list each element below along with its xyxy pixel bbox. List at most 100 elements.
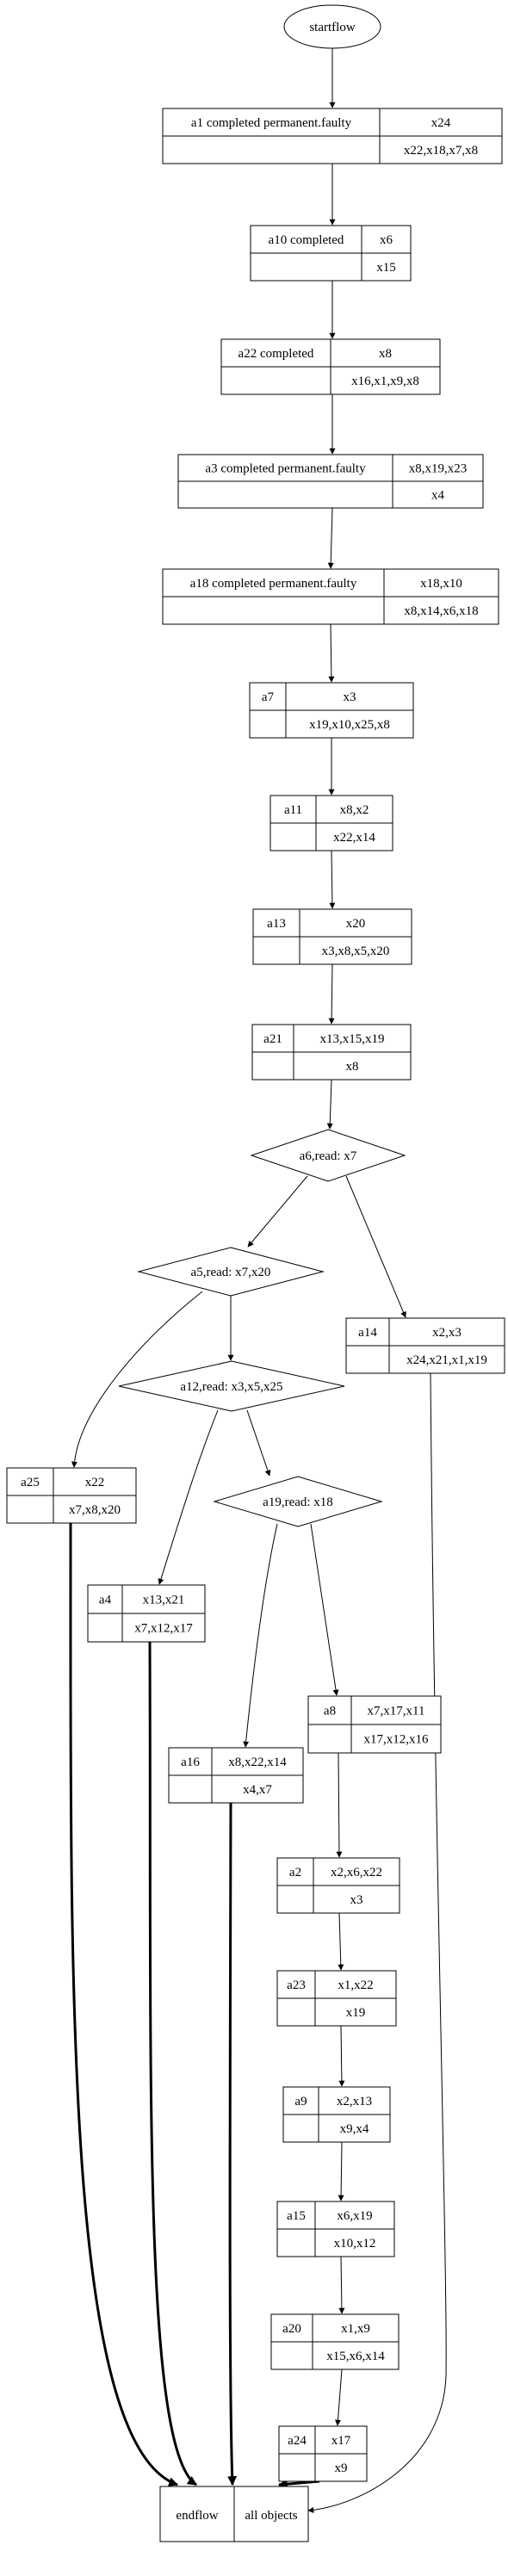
- flow-edge: [336, 1752, 343, 1858]
- activity-top-objects: x8,x19,x23: [409, 462, 468, 476]
- flow-edge: [329, 850, 336, 909]
- activity-top-objects: x6: [380, 233, 393, 247]
- activity-label: a9: [294, 2095, 307, 2108]
- activity-a13: a13 x20 x3,x8,x5,x20: [252, 908, 412, 965]
- activity-label: a20: [282, 2322, 301, 2336]
- activity-label: a18 completed permanent.faulty: [190, 577, 357, 591]
- activity-top-objects: x2,x6,x22: [331, 1866, 382, 1879]
- activity-a1: a1 completed permanent.faulty x24 x22,x18,…: [162, 108, 503, 164]
- activity-label: a2: [289, 1866, 301, 1879]
- activity-bottom-objects: x19,x10,x25,x8: [309, 718, 390, 732]
- decision-a12: a12,read: x3,x5,x25: [118, 1360, 345, 1412]
- activity-label: a1 completed permanent.faulty: [191, 116, 352, 130]
- activity-label: a8: [324, 1705, 336, 1718]
- activity-label: a15: [287, 2209, 306, 2223]
- activity-label: a7: [262, 690, 275, 704]
- decision-label: a19,read: x18: [263, 1495, 333, 1509]
- activity-label: a21: [263, 1032, 282, 1046]
- activity-a14: a14 x2,x3 x24,x21,x1,x19: [345, 1317, 505, 1374]
- flow-edge: [277, 2479, 320, 2489]
- edges: [69, 48, 447, 2513]
- activity-bottom-objects: x3: [350, 1893, 363, 1907]
- decision-a5: a5,read: x7,x20: [137, 1247, 325, 1297]
- activity-a7: a7 x3 x19,x10,x25,x8: [249, 682, 414, 739]
- flow-edge: [69, 1522, 179, 2486]
- decision-label: a12,read: x3,x5,x25: [180, 1380, 282, 1394]
- activity-bottom-objects: x4,x7: [243, 1783, 272, 1797]
- start-node: startflow: [283, 4, 381, 49]
- flow-edge: [328, 963, 335, 1025]
- decision-label: a5,read: x7,x20: [191, 1266, 271, 1279]
- activity-label: a25: [21, 1476, 40, 1489]
- flow-edge: [338, 2141, 344, 2201]
- activity-label: a16: [181, 1756, 200, 1769]
- activity-top-objects: x20: [346, 917, 366, 931]
- activity-bottom-objects: x7,x8,x20: [69, 1503, 121, 1517]
- flow-edge: [71, 1291, 203, 1468]
- activity-bottom-objects: x8,x14,x6,x18: [404, 604, 478, 618]
- flow-edge: [243, 1523, 278, 1748]
- activity-top-objects: x13,x21: [143, 1594, 185, 1607]
- decision-diamond: [118, 1360, 345, 1412]
- activity-top-objects: x1,x22: [338, 1978, 373, 1992]
- activity-top-objects: x17: [331, 2434, 351, 2448]
- activity-a8: a8 x7,x17,x11 x17,x12,x16: [307, 1695, 442, 1754]
- activity-label: a11: [284, 803, 302, 817]
- activity-top-objects: x1,x9: [341, 2322, 370, 2336]
- activity-bottom-objects: x17,x12,x16: [364, 1733, 430, 1747]
- decision-label: a6,read: x7: [300, 1149, 357, 1163]
- activity-bottom-objects: x8: [346, 1060, 359, 1074]
- activity-a18: a18 completed permanent.faulty x18,x10 x8,…: [162, 568, 499, 625]
- decision-nodes: a6,read: x7 a5,read: x7,x20 a12,read: x3,x…: [118, 1129, 406, 1527]
- activity-bottom-objects: x19: [346, 2006, 366, 2020]
- activity-top-objects: x3: [344, 690, 356, 704]
- flow-edge: [247, 1175, 308, 1248]
- activity-a16: a16 x8,x22,x14 x4,x7: [168, 1747, 304, 1804]
- activity-bottom-objects: x15: [376, 261, 396, 275]
- decision-diamond: [137, 1247, 325, 1297]
- activity-top-objects: x2,x3: [432, 1326, 462, 1340]
- activity-top-objects: x8: [379, 347, 392, 361]
- activity-nodes: a1 completed permanent.faulty x24 x22,x18,…: [6, 108, 505, 2482]
- activity-top-objects: x8,x22,x14: [228, 1756, 287, 1769]
- flow-edge: [307, 1372, 447, 2513]
- activity-label: a22 completed: [239, 347, 314, 361]
- activity-bottom-objects: x22,x18,x7,x8: [404, 144, 478, 158]
- activity-bottom-objects: x24,x21,x1,x19: [406, 1353, 487, 1367]
- activity-top-objects: x2,x13: [337, 2095, 372, 2108]
- activity-top-objects: x18,x10: [420, 577, 462, 591]
- activity-bottom-objects: x9,x4: [340, 2122, 369, 2136]
- flow-edge: [327, 507, 334, 569]
- activity-label: a23: [287, 1978, 306, 1992]
- activity-a23: a23 x1,x22 x19: [276, 1970, 397, 2027]
- decision-diamond: [213, 1476, 383, 1527]
- activity-label: a13: [267, 917, 286, 931]
- flow-edge: [148, 1641, 197, 2486]
- flow-edge: [246, 1409, 271, 1477]
- decision-a19: a19,read: x18: [213, 1476, 383, 1527]
- activity-bottom-objects: x3,x8,x5,x20: [322, 944, 390, 958]
- activity-bottom-objects: x22,x14: [333, 831, 375, 845]
- activity-top-objects: x7,x17,x11: [368, 1705, 425, 1718]
- activity-label: a24: [288, 2434, 307, 2448]
- flow-edge: [158, 1409, 219, 1585]
- activity-bottom-objects: x16,x1,x9,x8: [351, 375, 419, 388]
- activity-label: a3 completed permanent.faulty: [205, 462, 366, 476]
- activity-label: a4: [99, 1594, 112, 1607]
- activity-label: a14: [358, 1326, 377, 1340]
- activity-top-objects: x24: [431, 116, 451, 130]
- decision-a6: a6,read: x7: [250, 1129, 406, 1182]
- activity-a22: a22 completed x8 x16,x1,x9,x8: [220, 338, 441, 395]
- flow-edge: [326, 1079, 333, 1130]
- flow-edge: [227, 1802, 238, 2486]
